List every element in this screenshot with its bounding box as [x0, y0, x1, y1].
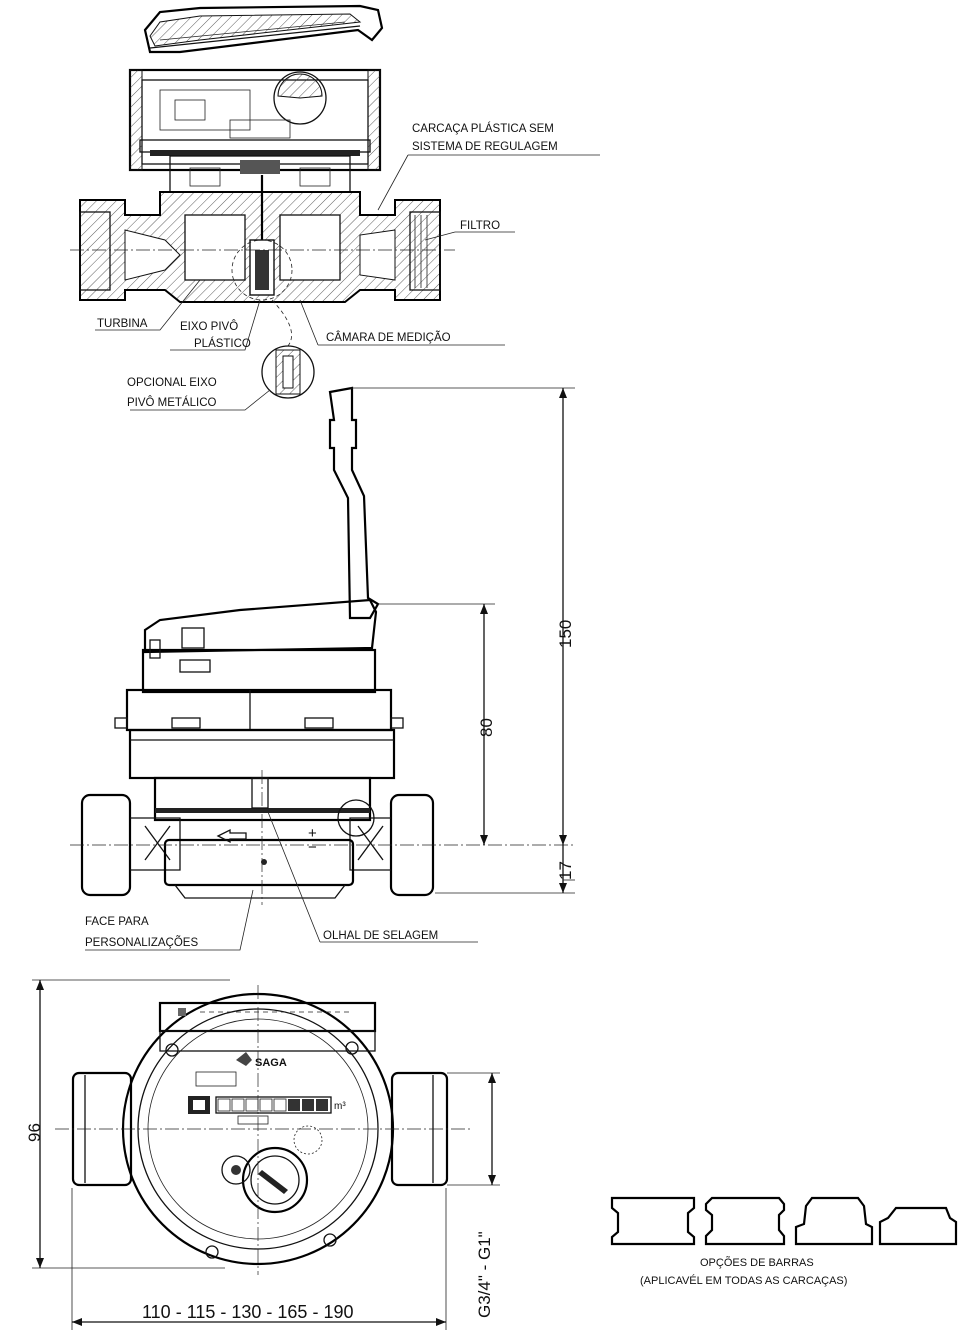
- section-view: CARCAÇA PLÁSTICA SEM SISTEMA DE REGULAGE…: [70, 4, 600, 411]
- brand-name: SAGA: [255, 1057, 287, 1069]
- dim-axis-height: 17: [556, 861, 575, 880]
- bar-options-caption-line1: OPÇÕES DE BARRAS: [700, 1256, 814, 1269]
- label-carcaca-line2: SISTEMA DE REGULAGEM: [412, 141, 558, 153]
- section-meter-body: [70, 175, 455, 303]
- optional-pivot-detail: [261, 299, 315, 399]
- register-dial: SAGA m³: [188, 1052, 346, 1214]
- bar-options: OPÇÕES DE BARRAS (APLICAVÉL EM TODAS AS …: [610, 1196, 958, 1287]
- label-face-line2: PERSONALIZAÇÕES: [85, 936, 198, 949]
- label-face-line1: FACE PARA: [85, 916, 149, 928]
- label-opcional-line2: PIVÔ METÁLICO: [127, 396, 217, 409]
- saga-logo-icon: [236, 1052, 252, 1066]
- section-lid: [143, 4, 384, 54]
- dim-thread: G3/4" - G1": [475, 1231, 494, 1318]
- side-body: [114, 688, 404, 837]
- top-lid-hinge: [158, 1001, 377, 1052]
- label-olhal: OLHAL DE SELAGEM: [323, 930, 438, 942]
- unit-label: m³: [334, 1101, 346, 1112]
- label-eixo-line2: PLÁSTICO: [194, 337, 251, 350]
- digit-counter: [215, 1096, 332, 1114]
- side-view: + − 150 80 17 FACE PARA PERSONALIZAÇÕES …: [70, 386, 575, 951]
- side-register: [141, 598, 378, 694]
- bar-option-2: [704, 1196, 786, 1246]
- side-fittings: + −: [70, 770, 575, 905]
- volume-pointer-dial: [241, 1146, 309, 1214]
- bar-options-caption-line2: (APLICAVÉL EM TODAS AS CARCAÇAS): [640, 1274, 847, 1287]
- label-turbina: TURBINA: [97, 318, 148, 330]
- label-carcaca-line1: CARCAÇA PLÁSTICA SEM: [412, 122, 554, 135]
- dim-body-height: 80: [477, 718, 496, 737]
- bar-option-1: [610, 1196, 696, 1246]
- top-view: SAGA m³: [25, 979, 500, 1330]
- plus-symbol: +: [308, 825, 317, 842]
- side-open-lid: [328, 386, 380, 620]
- bar-option-3: [794, 1196, 874, 1246]
- leader-face: [85, 889, 254, 951]
- dim-height-96: 96: [25, 1123, 44, 1142]
- label-eixo-line1: EIXO PIVÔ: [180, 320, 238, 333]
- leader-olhal: [267, 811, 478, 943]
- bar-option-4: [878, 1206, 958, 1246]
- top-dimensions: [32, 979, 500, 1330]
- dim-total-height: 150: [556, 620, 575, 648]
- section-leaders: [95, 154, 600, 411]
- minus-symbol: −: [308, 839, 317, 856]
- label-camara: CÂMARA DE MEDIÇÃO: [326, 331, 451, 344]
- label-opcional-line1: OPCIONAL EIXO: [127, 377, 217, 389]
- label-filtro: FILTRO: [460, 220, 500, 232]
- side-dimensions: [350, 387, 575, 894]
- dim-lengths: 110 - 115 - 130 - 165 - 190: [142, 1302, 353, 1322]
- section-register-housing: [128, 68, 382, 193]
